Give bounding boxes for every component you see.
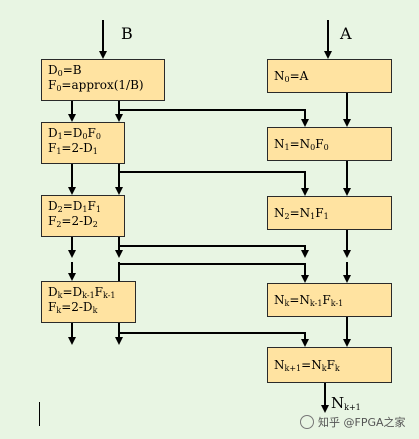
right-box-0: N0=A [267,59,392,93]
right-box-4-text: Nk+1=NkFk [274,357,340,373]
watermark-logo-icon [300,415,314,429]
right-box-0-text: N0=A [274,68,309,84]
left-box-0-line1: D0=B [48,63,82,78]
left-box-0-line2: F0=approx(1/B) [48,78,144,93]
right-box-3-text: Nk=Nk-1Fk-1 [274,292,344,308]
right-box-2: N2=N1F1 [267,196,392,230]
to-nk-loop-arrow [119,263,309,283]
f2-to-right-arrow [119,245,309,258]
input-a-label: A [340,24,352,43]
left-box-2-line1: D2=D1F1 [48,199,101,214]
right-box-1-text: N1=N0F0 [274,136,329,152]
left-box-2-line2: F2=2-D2 [48,214,98,229]
left-box-3-line1: Dk=Dk-1Fk-1 [48,285,116,300]
margin-mark [39,402,40,426]
left-box-1: D1=D0F0 F1=2-D1 [41,122,125,164]
left-box-3-line2: Fk=2-Dk [48,300,98,315]
left-box-0: D0=B F0=approx(1/B) [41,59,165,101]
left-box-1-line2: F1=2-D1 [48,141,98,156]
f1-to-n2-arrow [119,171,309,196]
right-box-3: Nk=Nk-1Fk-1 [267,283,392,317]
left-box-3: Dk=Dk-1Fk-1 Fk=2-Dk [41,281,136,323]
right-box-4: Nk+1=NkFk [267,347,392,383]
output-label: Nk+1 [331,394,361,412]
left-box-2: D2=D1F1 F2=2-D2 [41,195,125,237]
f0-to-n1-arrow [119,109,309,127]
right-box-1: N1=N0F0 [267,127,392,161]
fk-to-nk1-arrow [119,332,309,347]
watermark: 知乎 @FPGA之家 [300,414,406,430]
watermark-text: 知乎 @FPGA之家 [318,416,406,429]
input-b-label: B [121,24,133,43]
right-box-2-text: N2=N1F1 [274,205,329,221]
left-box-1-line1: D1=D0F0 [48,126,101,141]
